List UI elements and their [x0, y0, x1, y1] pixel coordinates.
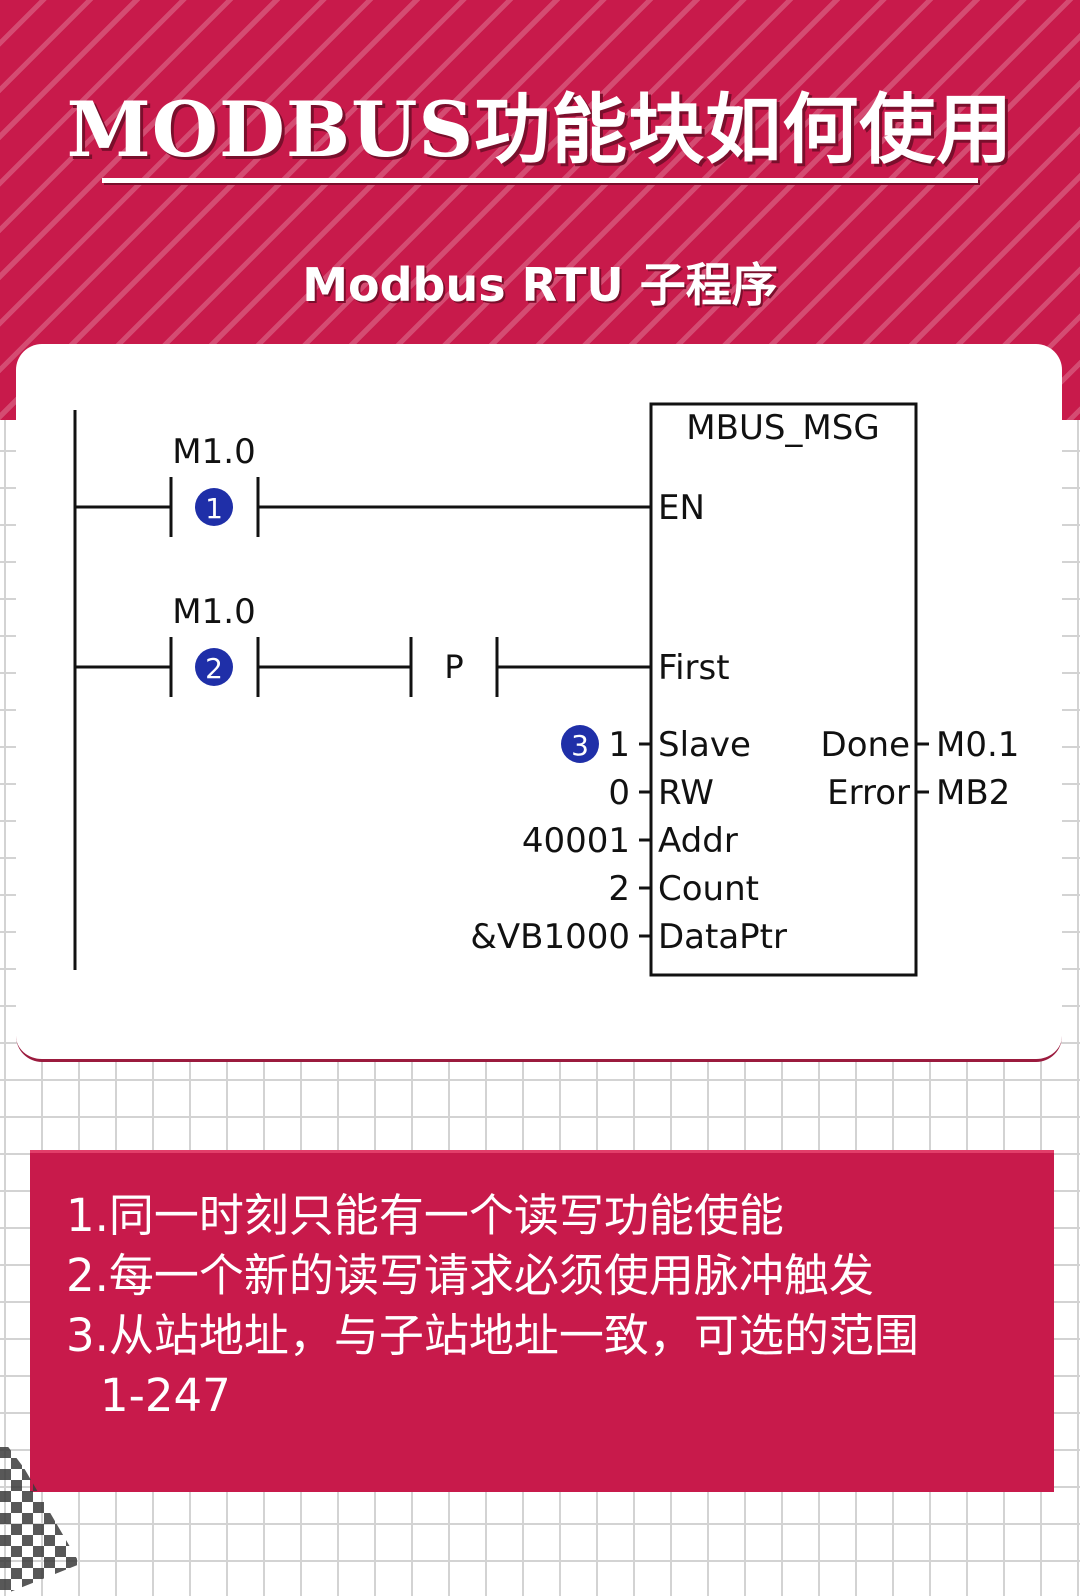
ladder-diagram: M1.0 M1.0 P 1 2 3 MBUS_MSG EN First Slav… [73, 402, 1019, 977]
badge-1-number: 1 [205, 492, 223, 525]
pin-done: Done [821, 725, 910, 765]
value-done: M0.1 [936, 725, 1019, 765]
badge-3: 3 [561, 725, 599, 763]
badge-2: 2 [195, 648, 233, 686]
note-2: 2.每一个新的读写请求必须使用脉冲触发 [66, 1249, 874, 1302]
value-addr: 40001 [522, 821, 630, 861]
contact1-label: M1.0 [172, 432, 255, 472]
title-underline [102, 178, 978, 183]
badge-3-number: 3 [571, 729, 589, 762]
pin-dataptr: DataPtr [658, 917, 787, 957]
page-subtitle: Modbus RTU 子程序 [302, 258, 778, 312]
pulse-label: P [444, 648, 463, 686]
page-title: MODBUS功能块如何使用 [66, 85, 1014, 174]
block-name: MBUS_MSG [686, 408, 879, 448]
notes-panel: 1.同一时刻只能有一个读写功能使能 2.每一个新的读写请求必须使用脉冲触发 3.… [30, 1150, 1054, 1492]
note-3: 3.从站地址，与子站地址一致，可选的范围 [66, 1309, 919, 1362]
pin-slave: Slave [658, 725, 751, 765]
pin-count: Count [658, 869, 759, 909]
function-block [649, 402, 918, 977]
badge-1: 1 [195, 488, 233, 526]
value-slave: 1 [608, 725, 630, 765]
badge-2-number: 2 [205, 652, 223, 685]
wires [73, 402, 929, 977]
value-rw: 0 [608, 773, 630, 813]
note-3-range: 1-247 [100, 1369, 231, 1422]
value-dataptr: &VB1000 [470, 917, 630, 957]
pin-addr: Addr [658, 821, 738, 861]
pin-en: EN [658, 488, 705, 528]
value-count: 2 [608, 869, 630, 909]
header-banner: MODBUS功能块如何使用 Modbus RTU 子程序 [0, 0, 1080, 420]
pin-error: Error [827, 773, 910, 813]
pin-first: First [658, 648, 730, 688]
diagram-card: M1.0 M1.0 P 1 2 3 MBUS_MSG EN First Slav… [16, 344, 1062, 1062]
contact2-label: M1.0 [172, 592, 255, 632]
pin-rw: RW [658, 773, 714, 813]
value-error: MB2 [936, 773, 1010, 813]
note-1: 1.同一时刻只能有一个读写功能使能 [66, 1189, 784, 1242]
